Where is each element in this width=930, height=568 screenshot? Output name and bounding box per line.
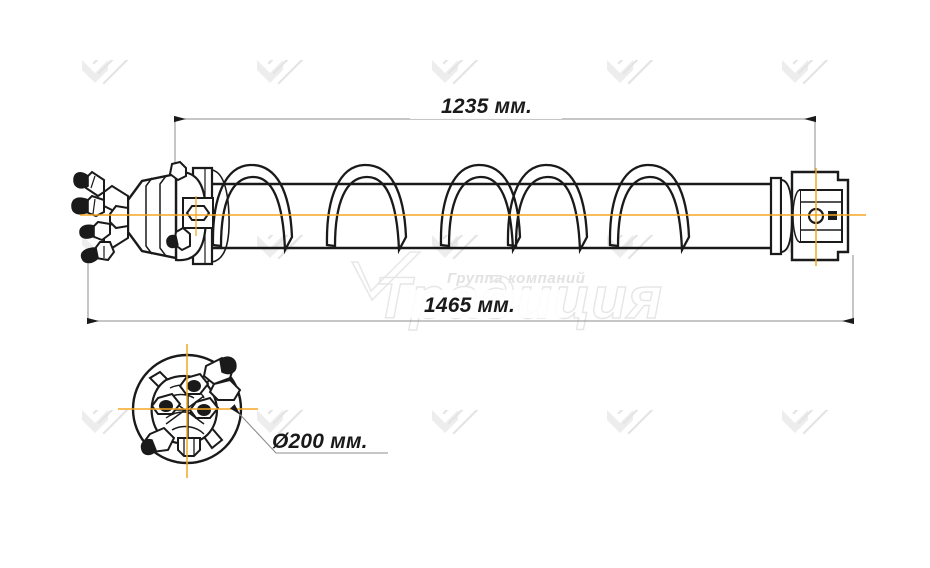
side-view — [71, 160, 866, 266]
dimension-diameter: Ø200 мм. — [230, 404, 388, 454]
brand-subtitle: Группа компаний — [447, 270, 586, 287]
dimension-1235: 1235 мм. — [174, 93, 816, 250]
auger-flights — [211, 163, 691, 255]
side-pick — [166, 226, 191, 252]
dimension-diameter-label: Ø200 мм. — [272, 430, 368, 453]
dimension-1465: 1465 мм. — [87, 255, 854, 325]
drill-teeth — [71, 170, 116, 264]
head-hex-boss — [182, 197, 214, 229]
front-view — [118, 344, 258, 478]
brand-logo-icon — [350, 251, 422, 302]
flight-root — [211, 169, 230, 263]
dimension-1465-label: 1465 мм. — [424, 294, 515, 317]
dimension-1235-label: 1235 мм. — [441, 95, 532, 118]
drive-connector — [769, 170, 850, 262]
drill-head-assembly — [71, 160, 214, 266]
side-pick-upper — [168, 160, 187, 182]
